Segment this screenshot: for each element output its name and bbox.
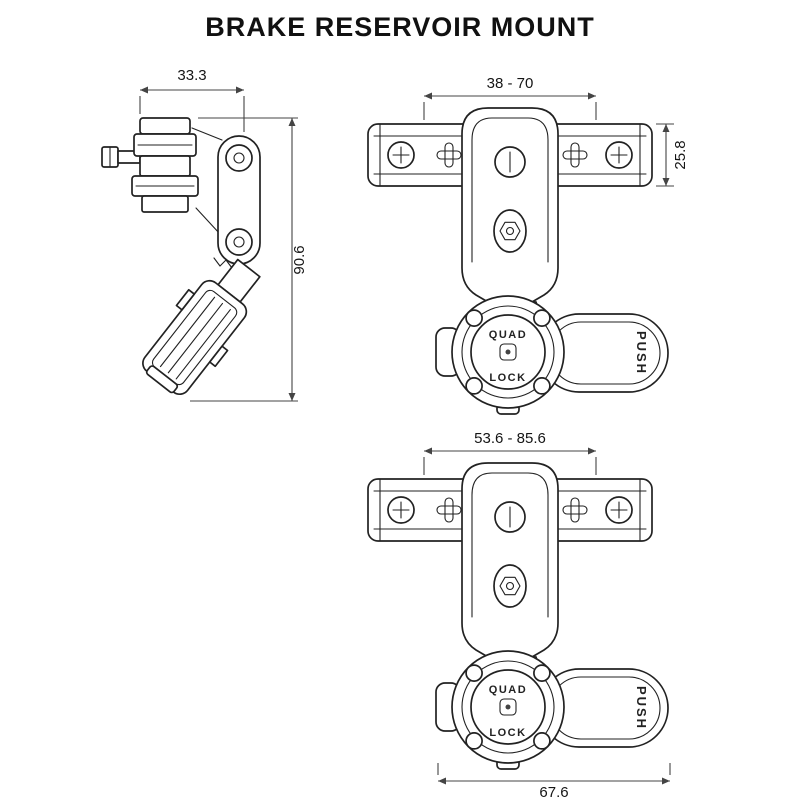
head-lobe-sw — [465, 377, 483, 395]
head-lobe-ne — [533, 309, 551, 327]
dim-front-long-width: 53.6 - 85.6 — [423, 430, 597, 475]
dim-side-height-label: 90.6 — [291, 245, 308, 274]
side-view-assembly: 33.3 90.6 — [101, 67, 308, 402]
brand-word-top: QUAD — [489, 329, 527, 341]
side-link-bottom — [195, 207, 221, 235]
dim-front-long-width-label: 53.6 - 85.6 — [474, 430, 546, 447]
push-lever-label: PUSH — [634, 331, 649, 375]
dim-front-short-width-label: 38 - 70 — [487, 75, 534, 92]
quad-lock-head-face: QUAD LOCK — [451, 295, 565, 409]
side-mount-head — [142, 258, 261, 396]
bar-slot-left — [436, 142, 462, 168]
bar-screw-right — [605, 141, 633, 169]
dim-side-width: 33.3 — [139, 67, 245, 132]
dim-side-width-label: 33.3 — [177, 67, 206, 84]
front-view-assembly: PUSH QUAD LOCK — [367, 107, 669, 415]
side-pivot-arm — [217, 135, 261, 265]
mount-head: PUSH QUAD LOCK — [435, 295, 669, 415]
side-stem — [101, 146, 141, 168]
strap-hex-bolt — [493, 209, 527, 253]
page-title: BRAKE RESERVOIR MOUNT — [205, 12, 595, 42]
dim-front-short-height: 25.8 — [656, 123, 689, 187]
dim-front-long-bottom-width: 67.6 — [437, 763, 671, 800]
clamp-strap — [461, 107, 559, 303]
dim-front-short-width: 38 - 70 — [423, 75, 597, 120]
dim-side-height: 90.6 — [190, 117, 308, 402]
brand-word-bottom: LOCK — [489, 372, 526, 384]
head-lobe-se — [533, 377, 551, 395]
dim-front-long-bottom-width-label: 67.6 — [539, 784, 568, 800]
bar-screw-left — [387, 141, 415, 169]
quad-lock-logo-icon — [499, 343, 517, 361]
dim-front-short-height-label: 25.8 — [672, 140, 689, 169]
head-lobe-nw — [465, 309, 483, 327]
front-view-assembly-long — [367, 462, 669, 770]
side-clamp-plates — [131, 117, 199, 213]
side-link-top — [191, 127, 223, 141]
bar-slot-right — [562, 142, 588, 168]
